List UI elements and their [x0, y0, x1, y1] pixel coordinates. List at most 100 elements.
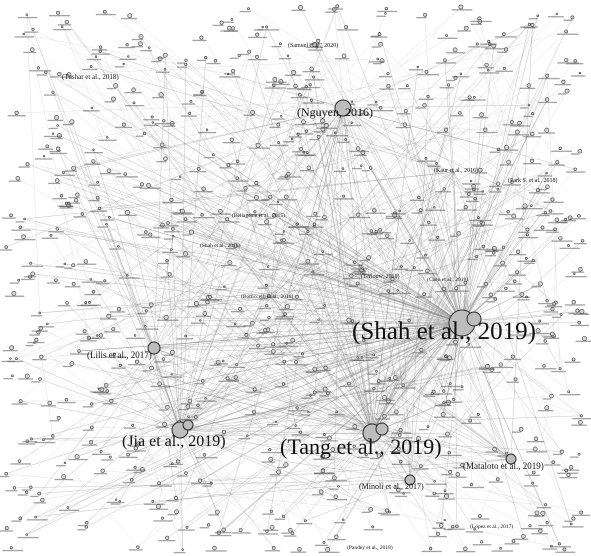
paper-node[interactable] — [282, 359, 287, 364]
paper-node[interactable] — [396, 487, 401, 493]
paper-node[interactable] — [531, 470, 536, 475]
paper-node[interactable] — [545, 73, 550, 78]
paper-node[interactable] — [159, 142, 165, 148]
paper-node[interactable] — [95, 195, 100, 200]
paper-node[interactable] — [9, 213, 13, 218]
paper-node[interactable] — [18, 399, 23, 404]
paper-node[interactable] — [308, 83, 312, 87]
paper-node[interactable] — [11, 290, 17, 296]
paper-node[interactable] — [166, 221, 170, 225]
paper-node[interactable] — [312, 75, 316, 79]
paper-node[interactable] — [544, 97, 550, 102]
paper-node[interactable] — [317, 318, 320, 322]
paper-node[interactable] — [402, 122, 407, 127]
paper-node[interactable] — [185, 404, 191, 409]
paper-node[interactable] — [577, 452, 581, 456]
paper-node[interactable] — [113, 83, 119, 89]
paper-node[interactable] — [221, 359, 225, 363]
paper-node[interactable] — [256, 344, 260, 348]
paper-node[interactable] — [515, 249, 521, 254]
hub-lilis[interactable]: (Lilis et al., 2017) — [87, 341, 161, 360]
paper-node[interactable] — [162, 52, 168, 58]
paper-node[interactable] — [459, 72, 463, 76]
paper-node[interactable] — [108, 455, 112, 459]
paper-node[interactable] — [442, 187, 446, 191]
paper-node[interactable] — [309, 66, 314, 71]
paper-node[interactable] — [127, 13, 133, 19]
paper-node[interactable] — [454, 286, 459, 291]
paper-node[interactable] — [108, 215, 111, 219]
paper-node[interactable] — [64, 397, 69, 402]
paper-node[interactable] — [534, 510, 540, 516]
paper-node[interactable] — [235, 176, 239, 180]
paper-node[interactable] — [416, 65, 419, 69]
paper-node[interactable] — [88, 440, 94, 445]
paper-node[interactable] — [333, 131, 337, 135]
paper-node[interactable] — [447, 450, 451, 455]
paper-node[interactable] — [481, 244, 486, 249]
paper-node[interactable] — [132, 101, 136, 105]
paper-node[interactable] — [90, 106, 94, 110]
paper-node[interactable] — [131, 423, 135, 427]
paper-node[interactable] — [105, 223, 108, 226]
paper-node[interactable] — [311, 270, 315, 274]
paper-node[interactable] — [219, 20, 224, 25]
hub-nguyen[interactable]: (Nguyen, 2016) — [297, 99, 373, 119]
paper-node[interactable] — [551, 460, 556, 464]
paper-node[interactable] — [36, 66, 40, 70]
paper-node[interactable] — [341, 53, 347, 59]
paper-node[interactable] — [388, 377, 392, 380]
paper-node[interactable] — [244, 333, 249, 337]
paper-node[interactable] — [63, 262, 67, 266]
paper-node[interactable] — [14, 110, 19, 115]
paper-node[interactable] — [384, 12, 387, 15]
paper-node[interactable] — [455, 472, 460, 477]
paper-node[interactable] — [202, 311, 208, 316]
paper-node[interactable] — [372, 208, 377, 213]
paper-node[interactable] — [221, 429, 226, 435]
paper-node[interactable] — [304, 129, 309, 133]
paper-node[interactable] — [97, 206, 102, 211]
paper-node[interactable] — [555, 160, 560, 165]
paper-node[interactable] — [455, 524, 459, 529]
paper-node[interactable] — [356, 146, 361, 151]
paper-node[interactable] — [271, 546, 276, 550]
hub-jia[interactable]: (Jia et al., 2019) — [122, 419, 226, 450]
paper-node[interactable] — [530, 131, 535, 137]
paper-node[interactable] — [569, 522, 573, 526]
paper-node[interactable] — [204, 397, 207, 400]
paper-node[interactable] — [30, 47, 35, 52]
paper-node[interactable] — [24, 373, 30, 379]
paper-node[interactable] — [69, 119, 75, 125]
paper-node[interactable] — [460, 385, 464, 389]
paper-node[interactable] — [573, 272, 576, 275]
paper-node[interactable] — [444, 355, 447, 358]
paper-node[interactable] — [189, 229, 194, 235]
paper-node[interactable] — [352, 424, 358, 429]
paper-node[interactable] — [424, 156, 428, 160]
paper-node[interactable] — [99, 450, 103, 453]
paper-node[interactable] — [171, 227, 175, 231]
paper-node[interactable] — [331, 475, 337, 481]
paper-node[interactable] — [131, 87, 136, 93]
paper-node[interactable] — [271, 213, 277, 218]
paper-node[interactable] — [282, 230, 285, 233]
paper-node[interactable] — [417, 195, 421, 200]
paper-node[interactable] — [444, 431, 450, 437]
paper-node[interactable] — [376, 379, 381, 383]
node-mataloto[interactable] — [505, 453, 517, 465]
paper-node[interactable] — [369, 229, 374, 233]
paper-node[interactable] — [513, 279, 517, 283]
paper-node[interactable] — [265, 25, 269, 29]
paper-node[interactable] — [265, 304, 269, 308]
paper-node[interactable] — [312, 222, 317, 226]
paper-node[interactable] — [467, 343, 471, 346]
paper-node[interactable] — [368, 507, 374, 512]
paper-node[interactable] — [423, 12, 428, 17]
paper-node[interactable] — [25, 533, 28, 536]
paper-node[interactable] — [85, 521, 89, 525]
paper-node[interactable] — [208, 294, 212, 299]
paper-node[interactable] — [22, 32, 25, 36]
paper-node[interactable] — [425, 268, 430, 273]
paper-node[interactable] — [544, 127, 550, 133]
